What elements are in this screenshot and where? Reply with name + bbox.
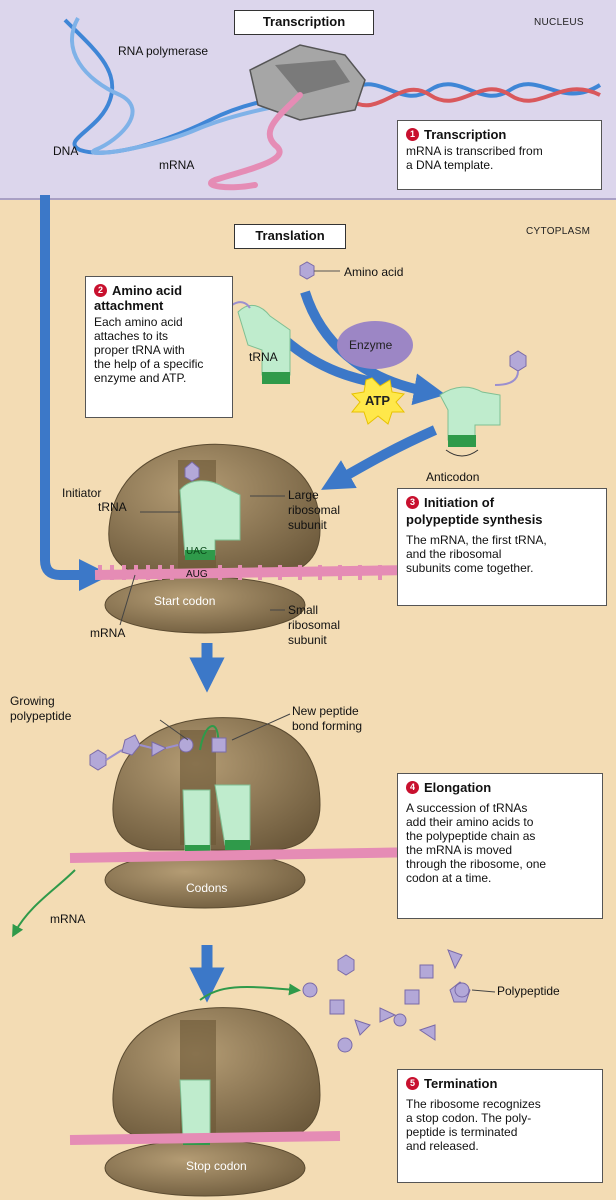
step-4-box: 4 Elongation A succession of tRNAs add th…	[397, 773, 603, 919]
mrna-transcript	[208, 92, 303, 191]
step-2-title-2: attachment	[94, 298, 164, 313]
trna-charged	[439, 350, 527, 457]
step-3-line-3: subunits come together.	[406, 561, 534, 575]
step-1-title: Transcription	[424, 127, 507, 142]
dna-helix	[63, 17, 602, 156]
codons-label: Codons	[186, 881, 228, 895]
step-2-line-1: Each amino acid	[94, 315, 183, 329]
trna-unloaded	[231, 301, 291, 384]
growing-polypeptide	[89, 734, 227, 771]
step-3-title: Initiation of	[424, 495, 495, 510]
step-4-line-1: A succession of tRNAs	[406, 801, 528, 815]
ribosome-elongation	[104, 717, 321, 909]
small-subunit-label-2: ribosomal	[288, 618, 341, 632]
stop-codon-label: Stop codon	[186, 1159, 247, 1173]
cytoplasm-label: CYTOPLASM	[526, 226, 591, 237]
mrna-exit-arrow	[12, 869, 76, 938]
release-arrow	[199, 983, 301, 1001]
to-ribosome-arrow	[321, 425, 438, 490]
translation-title: Translation	[234, 224, 346, 249]
enzyme-label: Enzyme	[349, 338, 393, 352]
amino-acid-label: Amino acid	[344, 265, 404, 279]
step-4-line-2: add their amino acids to	[406, 815, 534, 829]
step-2-line-4: the help of a specific	[94, 357, 204, 371]
peptide-bond-label-1: New peptide	[292, 704, 359, 718]
uac-label: UAC	[186, 546, 208, 557]
step-2-line-2: attaches to its	[94, 329, 169, 343]
polypeptide-label: Polypeptide	[497, 984, 560, 998]
step-4-line-6: codon at a time.	[406, 871, 492, 885]
atp-burst	[350, 377, 406, 425]
step-5-line-4: and released.	[406, 1139, 479, 1153]
small-subunit-label-1: Small	[288, 603, 319, 617]
ribosome-initiation	[104, 443, 321, 634]
growing-polypeptide-label-2: polypeptide	[10, 709, 72, 723]
step-4-number: 4	[406, 781, 419, 794]
step-1-heading: 1 Transcription	[406, 127, 593, 142]
step-4-line-3: the polypeptide chain as	[406, 829, 536, 843]
trna-label: tRNA	[249, 350, 278, 364]
step-5-line-3: peptide is terminated	[406, 1125, 518, 1139]
large-subunit-label-1: Large	[288, 488, 319, 502]
large-subunit-label-3: subunit	[288, 518, 327, 532]
atp-label: ATP	[365, 393, 391, 408]
rna-polymerase-label: RNA polymerase	[118, 44, 209, 58]
step-1-number: 1	[406, 128, 419, 141]
step-5-heading: 5 Termination	[406, 1076, 594, 1091]
nucleus-label: NUCLEUS	[534, 17, 584, 28]
step-1-line-1: mRNA is transcribed from	[406, 144, 543, 158]
transcription-title: Transcription	[234, 10, 374, 35]
enzyme-shape	[337, 321, 413, 369]
anticodon-label: Anticodon	[426, 470, 480, 484]
start-codon-label: Start codon	[154, 594, 216, 608]
step-2-heading: 2 Amino acid	[94, 283, 224, 298]
released-polypeptide	[302, 949, 471, 1053]
dna-label: DNA	[53, 144, 79, 158]
step-2-title: Amino acid	[112, 283, 183, 298]
step-5-title: Termination	[424, 1076, 498, 1091]
small-subunit-label-3: subunit	[288, 633, 327, 647]
initiator-trna-label-1: Initiator	[62, 486, 102, 500]
aug-label: AUG	[186, 569, 208, 580]
step-3-heading-2: polypeptide synthesis	[406, 512, 598, 527]
initiator-trna-label-2: tRNA	[98, 500, 127, 514]
step-3-line-2: and the ribosomal	[406, 547, 502, 561]
step-5-line-1: The ribosome recognizes	[406, 1097, 541, 1111]
rna-polymerase	[249, 44, 366, 121]
mrna-elong-label: mRNA	[50, 912, 86, 926]
step-4-title: Elongation	[424, 780, 492, 795]
step-2-box: 2 Amino acid attachment Each amino acid a…	[85, 276, 233, 418]
mrna-init-label: mRNA	[90, 626, 126, 640]
large-subunit-label-2: ribosomal	[288, 503, 341, 517]
mrna-top-label: mRNA	[159, 158, 195, 172]
step-5-box: 5 Termination The ribosome recognizes a s…	[397, 1069, 603, 1183]
mrna-strand-term	[69, 1131, 341, 1145]
step-4-heading: 4 Elongation	[406, 780, 594, 795]
growing-polypeptide-label-1: Growing	[10, 694, 55, 708]
step-5-line-2: a stop codon. The poly-	[406, 1111, 532, 1125]
step-3-heading: 3 Initiation of	[406, 495, 598, 510]
amino-acid-free	[299, 261, 315, 280]
mrna-export-arrow	[40, 195, 112, 592]
step-3-title-2: polypeptide synthesis	[406, 512, 543, 527]
step-1-line-2: a DNA template.	[406, 158, 494, 172]
peptide-bond-label-2: bond forming	[292, 719, 363, 733]
step-4-line-4: the mRNA is moved	[406, 843, 513, 857]
step-3-box: 3 Initiation of polypeptide synthesis The…	[397, 488, 607, 606]
step-2-line-3: proper tRNA with	[94, 343, 185, 357]
step-4-line-5: through the ribosome, one	[406, 857, 547, 871]
step-2-number: 2	[94, 284, 107, 297]
step-3-line-1: The mRNA, the first tRNA,	[406, 533, 547, 547]
step-2-heading-2: attachment	[94, 298, 224, 313]
step-2-line-5: enzyme and ATP.	[94, 371, 187, 385]
step-5-number: 5	[406, 1077, 419, 1090]
step-3-number: 3	[406, 496, 419, 509]
